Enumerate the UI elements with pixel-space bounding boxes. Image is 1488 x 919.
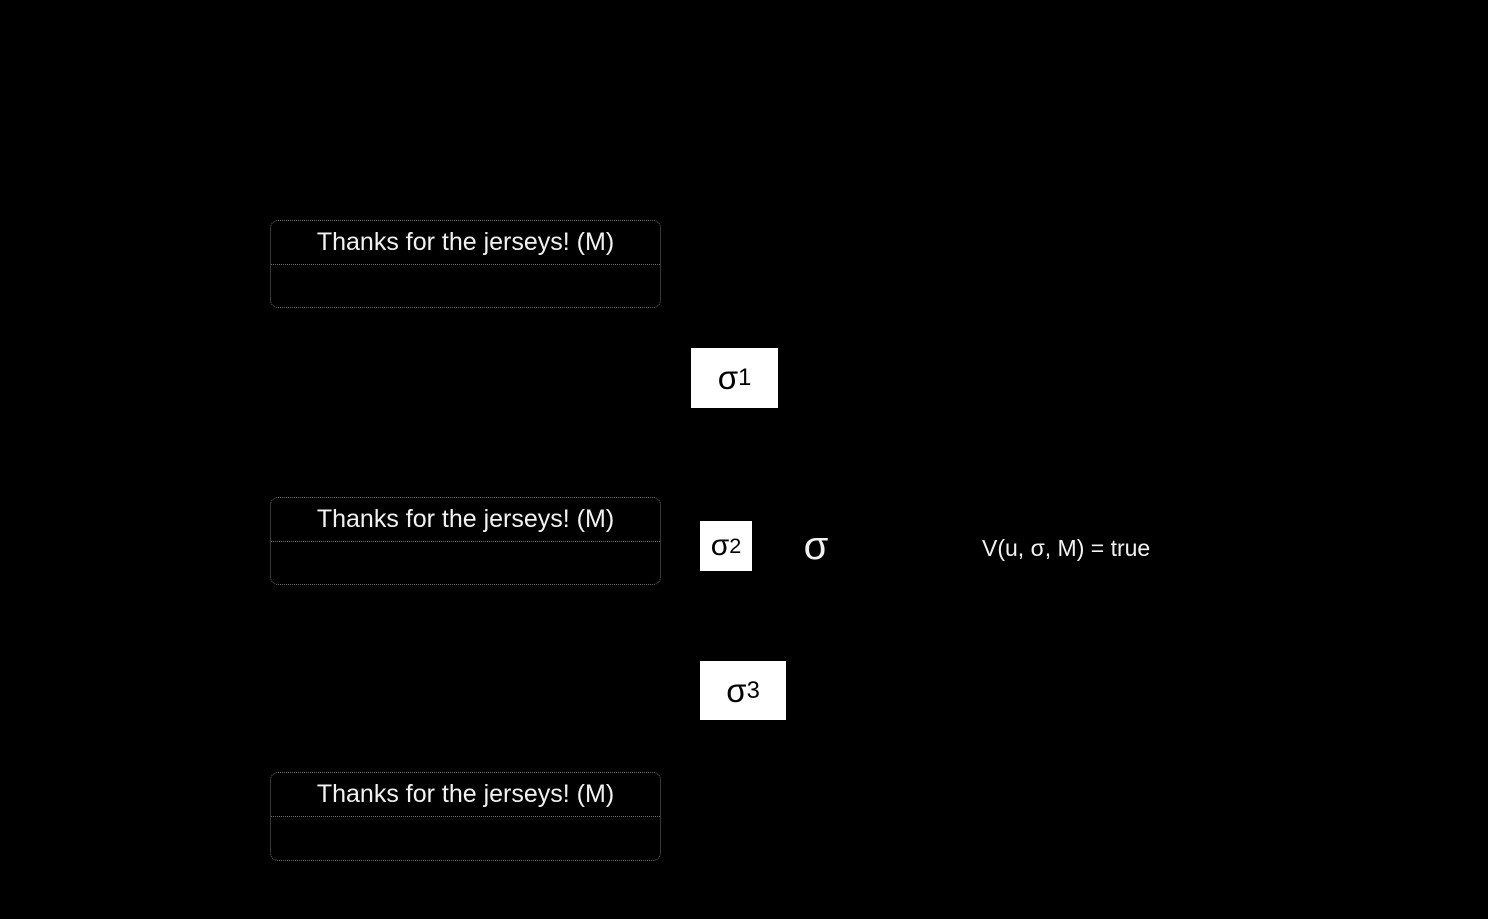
sigma-3-subscript: 3 [746, 676, 760, 704]
message-box-2: Thanks for the jerseys! (M) [270, 497, 661, 585]
sigma-1-symbol: σ [717, 359, 739, 396]
message-empty-slot [271, 817, 660, 860]
message-text: Thanks for the jerseys! (M) [271, 221, 660, 265]
sigma-2-subscript: 2 [729, 533, 742, 558]
sigma-2-symbol: σ [710, 529, 730, 562]
verification-equation: V(u, σ, M) = true [982, 535, 1151, 561]
message-text: Thanks for the jerseys! (M) [271, 498, 660, 542]
sigma-1-subscript: 1 [738, 364, 752, 391]
message-text: Thanks for the jerseys! (M) [271, 773, 660, 817]
sigma-3-symbol: σ [726, 671, 747, 709]
message-empty-slot [271, 265, 660, 308]
message-empty-slot [271, 542, 660, 585]
message-box-1: Thanks for the jerseys! (M) [270, 220, 661, 308]
message-box-3: Thanks for the jerseys! (M) [270, 772, 661, 861]
sigma-symbol: σ [803, 524, 829, 568]
